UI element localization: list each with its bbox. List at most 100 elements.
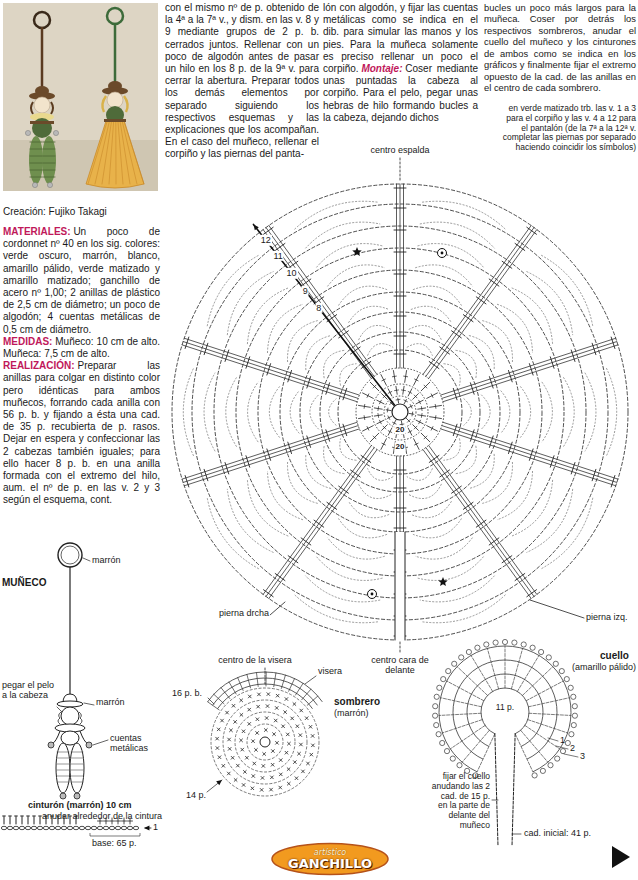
stitch-mark <box>382 425 388 431</box>
picot-loop <box>434 694 439 699</box>
leader-line <box>305 676 316 684</box>
picot-loop <box>446 669 451 674</box>
skirt-stitch <box>109 122 114 184</box>
leg-split <box>395 532 396 640</box>
chain-arc <box>247 288 288 344</box>
stitch-mark <box>288 556 298 563</box>
stitch-mark <box>343 388 347 399</box>
stitch-mark <box>404 400 408 402</box>
stitch-mark <box>489 538 499 545</box>
chain-tail <box>495 734 498 846</box>
stitch-mark <box>527 227 537 234</box>
treble-column <box>477 734 495 772</box>
single-crochet <box>248 708 251 711</box>
stitch-mark <box>364 404 366 408</box>
picot-loop <box>434 723 439 728</box>
stitch-mark <box>246 357 250 368</box>
treble-column <box>511 648 522 688</box>
stitch-mark <box>383 426 386 429</box>
hanging-chain <box>69 567 70 698</box>
brand-logo: artísticoGANCHILLO <box>270 842 390 876</box>
hanging-ring <box>34 12 50 28</box>
stitch-mark <box>288 442 292 453</box>
stitch-mark <box>225 350 229 361</box>
round-line <box>211 688 319 796</box>
chain-stitch <box>73 826 78 829</box>
picot-loop <box>450 756 455 761</box>
chain-arc <box>482 321 512 362</box>
chain-arc <box>411 306 452 323</box>
hair <box>31 102 53 114</box>
chain-arc <box>295 201 378 229</box>
circle-dot-symbol <box>371 593 374 596</box>
stitch-mark <box>413 425 419 431</box>
treble-column <box>517 655 539 691</box>
text-column: con el mismo nº de p. obtenido de la 4ª … <box>165 2 319 161</box>
chain-arc <box>413 519 462 538</box>
credit-text: Creación: Fujiko Takagi <box>3 206 160 218</box>
metal-bead <box>48 742 54 748</box>
chain-arc <box>422 595 505 623</box>
stitch-mark <box>275 574 285 581</box>
stitch-mark <box>377 420 384 424</box>
stitch-mark <box>204 469 208 480</box>
treble-column <box>396 184 397 368</box>
leg-stripe <box>57 776 69 777</box>
treble-column <box>400 184 401 368</box>
round-line <box>384 396 416 428</box>
head <box>34 97 50 113</box>
chain-stitch <box>103 826 108 829</box>
single-crochet <box>283 710 286 713</box>
round-number: 9 <box>302 285 309 295</box>
stitch-mark <box>435 416 437 420</box>
visor-stitch <box>281 675 285 688</box>
picot-loop <box>452 661 457 666</box>
chain-arc <box>288 462 318 503</box>
slip-stitch <box>21 816 24 817</box>
picot-loop <box>553 661 558 666</box>
stitch-mark <box>508 442 512 453</box>
arrow-head <box>216 780 222 785</box>
chain-stitch <box>43 826 48 829</box>
slip-stitch <box>28 816 29 824</box>
treble-column <box>426 228 534 377</box>
stitch-mark <box>408 428 412 435</box>
chain-arc <box>183 368 193 456</box>
hanging-ring <box>107 8 123 24</box>
picot-loop <box>539 649 544 654</box>
paragraph: REALIZACIÓN:Preparar las anillas para co… <box>3 360 160 506</box>
leader-line <box>207 780 222 792</box>
stitch-mark <box>410 405 412 409</box>
single-crochet <box>222 764 225 767</box>
chain-stitch <box>121 826 126 829</box>
visor-stitch <box>265 672 266 686</box>
stitch-mark <box>388 389 392 396</box>
stitch-mark <box>529 364 533 375</box>
picot-loop <box>475 645 480 650</box>
chain-arc <box>349 501 390 518</box>
stitch-mark <box>394 274 406 275</box>
picot-loop <box>565 740 570 745</box>
single-crochet <box>231 756 234 759</box>
stitch-mark <box>489 279 499 286</box>
single-crochet <box>233 720 236 723</box>
stitch-mark <box>414 439 419 450</box>
stitch-mark <box>415 443 419 445</box>
visor-stitch <box>229 682 236 694</box>
single-crochet <box>305 716 308 719</box>
single-crochet <box>257 693 260 696</box>
stitch-mark <box>367 394 369 398</box>
stitch-count: 14 p. <box>186 790 206 800</box>
chain-arc <box>268 304 304 353</box>
chain-arc <box>409 325 442 340</box>
single-crochet <box>285 751 288 754</box>
chain-arc <box>295 595 378 623</box>
star-symbol <box>438 577 448 586</box>
stitch-mark <box>395 389 399 391</box>
single-crochet <box>286 733 289 736</box>
treble-column <box>266 228 374 377</box>
round-number: 12 <box>260 235 272 245</box>
round-line <box>223 700 307 784</box>
arrow-head <box>144 825 149 830</box>
slip-stitch <box>39 816 42 817</box>
